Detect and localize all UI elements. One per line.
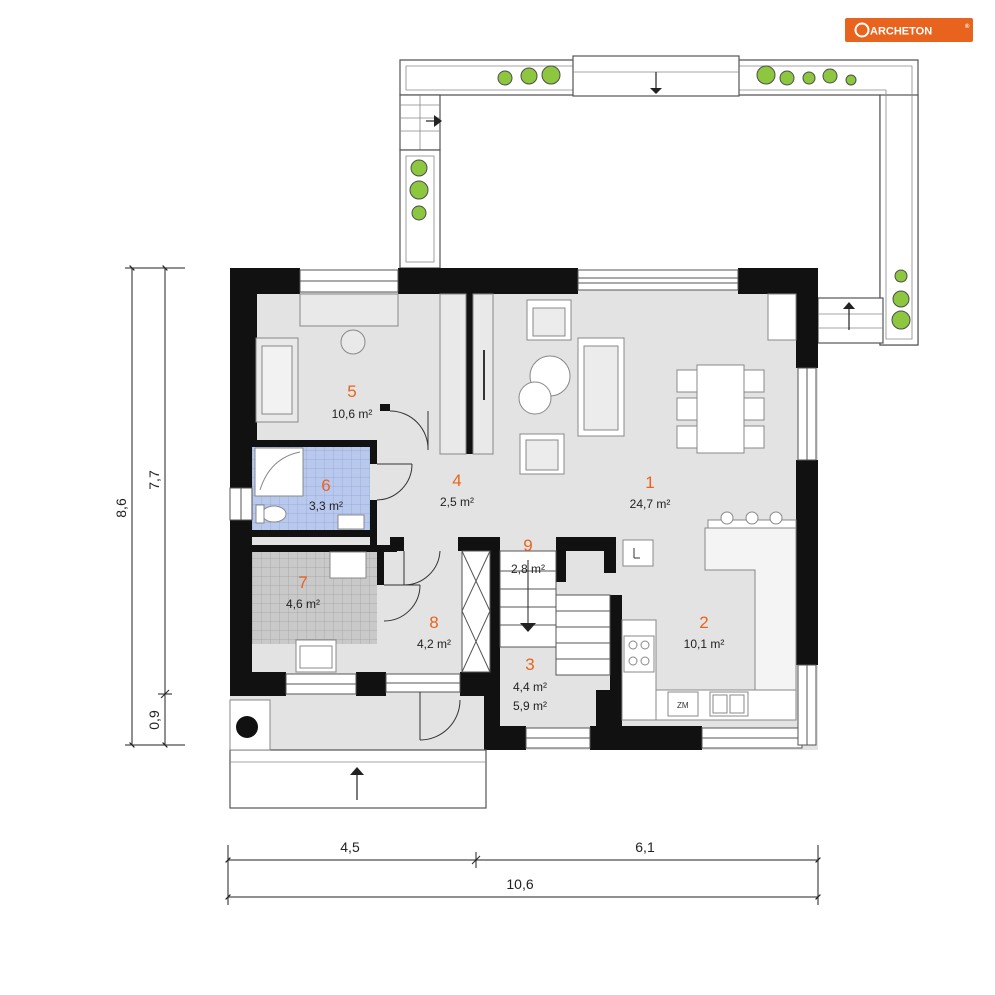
room-9-area: 2,8 m² [511, 562, 545, 576]
room-8-number: 8 [429, 613, 438, 632]
room-5-area: 10,6 m² [332, 407, 373, 421]
room-2-number: 2 [699, 613, 708, 632]
walls [230, 268, 818, 750]
room-7-area: 4,6 m² [286, 597, 320, 611]
room-1-area: 24,7 m² [630, 497, 671, 511]
room-5-number: 5 [347, 382, 356, 401]
room-3-number: 3 [525, 655, 534, 674]
dimension-labels: 4,5 6,1 10,6 8,6 7,7 0,9 [113, 470, 655, 892]
room-6-area: 3,3 m² [309, 499, 343, 513]
dim-bottom-total: 10,6 [506, 876, 533, 892]
dimension-lines [125, 265, 821, 905]
dim-left-small: 0,9 [146, 710, 162, 730]
room-6-number: 6 [321, 476, 330, 495]
dim-bottom-left: 4,5 [340, 839, 360, 855]
room-4-area: 2,5 m² [440, 495, 474, 509]
brand-name: ARCHETON [870, 26, 932, 38]
washer-label: ZM [677, 701, 689, 710]
room-9-number: 9 [523, 536, 532, 555]
staircase [461, 550, 611, 676]
dim-left-total: 8,6 [113, 498, 129, 518]
room-3-area: 4,4 m² [513, 680, 547, 694]
room-labels: 1 24,7 m² 2 10,1 m² 3 4,4 m² 5,9 m² 4 2,… [286, 382, 724, 713]
brand-logo: ARCHETON ® [845, 18, 973, 42]
brand-registered-mark: ® [965, 23, 970, 30]
room-4-number: 4 [452, 471, 461, 490]
room-7-number: 7 [298, 573, 307, 592]
furniture [254, 293, 797, 721]
room-2-area: 10,1 m² [684, 637, 725, 651]
room-8-area: 4,2 m² [417, 637, 451, 651]
windows [229, 269, 817, 749]
entrance-porch [229, 699, 487, 809]
dim-left-main: 7,7 [146, 470, 162, 490]
terrace-plants [409, 65, 911, 330]
doors [376, 410, 461, 741]
dim-bottom-right: 6,1 [635, 839, 655, 855]
room-1-number: 1 [645, 473, 654, 492]
room-3-area-secondary: 5,9 m² [513, 699, 547, 713]
